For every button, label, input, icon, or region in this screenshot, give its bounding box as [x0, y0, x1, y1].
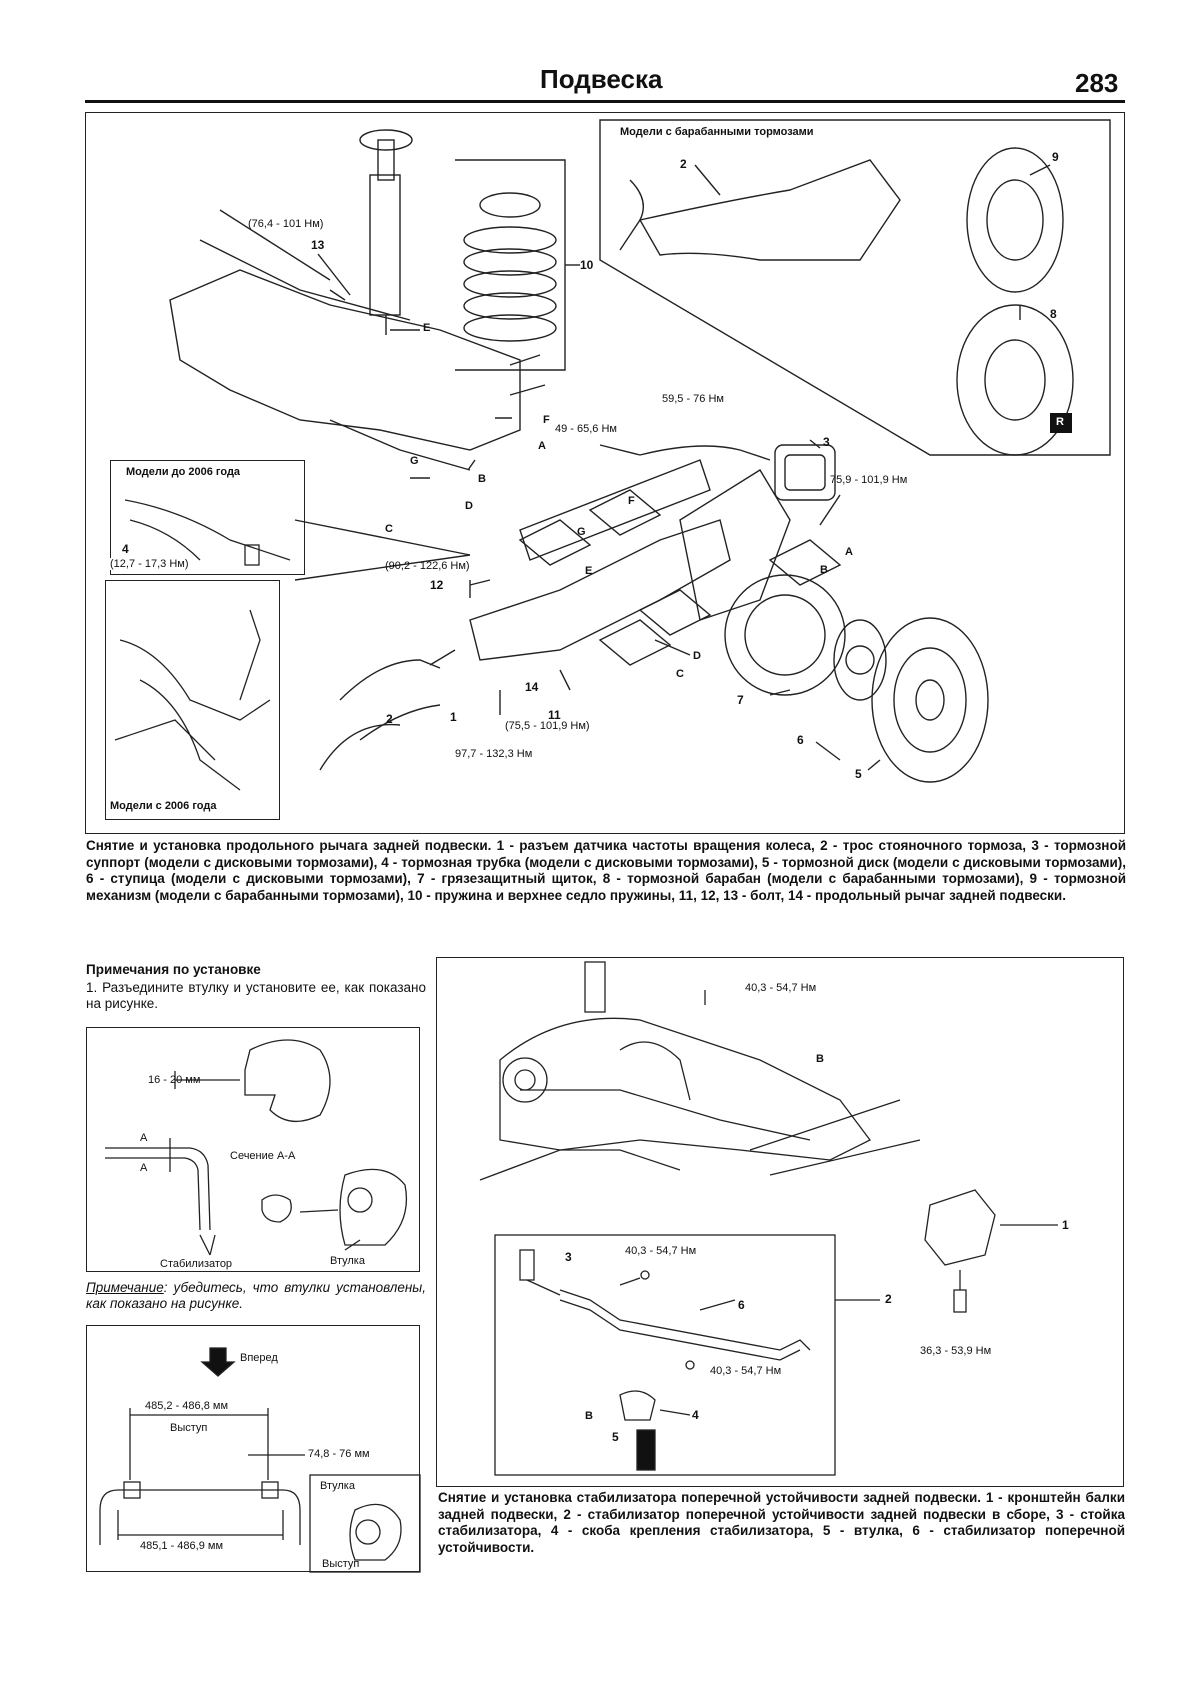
- post2006-inset: [105, 580, 280, 820]
- install-notes-step1: 1. Разъедините втулку и установите ее, к…: [86, 980, 426, 1011]
- letter-b-2: B: [820, 564, 828, 576]
- bushing-note-text: : убедитесь, что втулки установлены, как…: [86, 1280, 426, 1311]
- torque-49: 49 - 65,6 Нм: [555, 423, 617, 435]
- protrusion-detail-label: Выступ: [322, 1558, 360, 1570]
- stab-callout-5: 5: [612, 1430, 619, 1444]
- stabilizer-figure-caption: Снятие и установка стабилизатора попереч…: [438, 1490, 1125, 1555]
- bushing-note: Примечание: убедитесь, что втулки устано…: [86, 1280, 426, 1312]
- header-rule: [85, 100, 1125, 103]
- callout-12: 12: [430, 578, 444, 592]
- callout-4: 4: [122, 542, 129, 556]
- letter-a-1: A: [538, 440, 546, 452]
- torque-12-7: (12,7 - 17,3 Нм): [110, 558, 189, 570]
- main-figure-caption: Снятие и установка продольного рычага за…: [86, 838, 1126, 903]
- letter-d-1: D: [465, 500, 473, 512]
- torque-brake-line: 59,5 - 76 Нм: [662, 393, 724, 405]
- letter-a-2: A: [845, 546, 853, 558]
- install-notes-heading: Примечания по установке: [86, 962, 261, 977]
- pre2006-inset-title: Модели до 2006 года: [126, 466, 241, 478]
- bushing-figure-frame: [86, 1027, 420, 1272]
- letter-c-2: C: [676, 668, 684, 680]
- section-a-a-label: Сечение А-А: [230, 1150, 296, 1162]
- section-title: Подвеска: [540, 64, 663, 94]
- stab-torque-bracket: 36,3 - 53,9 Нм: [920, 1345, 992, 1357]
- stabilizer-label: Стабилизатор: [160, 1258, 233, 1270]
- r-badge: R: [1056, 416, 1064, 428]
- letter-b-1: B: [478, 473, 486, 485]
- stab-dim-485-2: 485,2 - 486,8 мм: [145, 1400, 229, 1412]
- torque-75-9: 75,9 - 101,9 Нм: [830, 474, 908, 486]
- stab-dim-485-1: 485,1 - 486,9 мм: [140, 1540, 224, 1552]
- pre2006-inset: [110, 460, 305, 575]
- callout-6: 6: [797, 733, 804, 747]
- stab-torque-link: 40,3 - 54,7 Нм: [625, 1245, 697, 1257]
- torque-bolt-13: (76,4 - 101 Нм): [248, 218, 324, 230]
- stab-dim-74-8: 74,8 - 76 мм: [308, 1448, 370, 1460]
- callout-10: 10: [580, 258, 594, 272]
- bushing-detail-label: Втулка: [320, 1480, 355, 1492]
- letter-e-1: E: [423, 322, 431, 334]
- section-a-label-top: A: [140, 1132, 148, 1144]
- torque-75-5: (75,5 - 101,9 Нм): [505, 720, 590, 732]
- stab-letter-b-bottom: B: [585, 1410, 593, 1422]
- callout-2-drum: 2: [680, 157, 687, 171]
- stab-torque-top: 40,3 - 54,7 Нм: [745, 982, 817, 994]
- callout-2: 2: [386, 712, 393, 726]
- torque-90: (90,2 - 122,6 Нм): [385, 560, 470, 572]
- section-a-label-bottom: A: [140, 1162, 148, 1174]
- letter-d-2: D: [693, 650, 701, 662]
- callout-11: 11: [548, 708, 561, 722]
- callout-3: 3: [823, 435, 830, 449]
- forward-label: Вперед: [240, 1352, 278, 1364]
- stab-letter-b-top: B: [816, 1053, 824, 1065]
- stab-callout-1: 1: [1062, 1218, 1069, 1232]
- callout-5: 5: [855, 767, 862, 781]
- bushing-dim-16-20: 16 - 20 мм: [148, 1074, 201, 1086]
- callout-1: 1: [450, 710, 457, 724]
- torque-97: 97,7 - 132,3 Нм: [455, 748, 533, 760]
- stab-callout-4: 4: [692, 1408, 699, 1422]
- bushing-label: Втулка: [330, 1255, 365, 1267]
- stabilizer-position-frame: [86, 1325, 420, 1572]
- stabilizer-figure-frame: [436, 957, 1124, 1487]
- callout-13: 13: [311, 238, 325, 252]
- letter-g-1: G: [410, 455, 419, 467]
- bushing-note-label: Примечание: [86, 1280, 164, 1295]
- page-number: 283: [1075, 68, 1119, 98]
- callout-9: 9: [1052, 150, 1059, 164]
- letter-e-2: E: [585, 565, 593, 577]
- drum-inset-title: Модели с барабанными тормозами: [620, 126, 814, 138]
- callout-8: 8: [1050, 307, 1057, 321]
- letter-c-1: C: [385, 523, 393, 535]
- main-figure-frame: [85, 112, 1125, 834]
- letter-f-2: F: [628, 495, 635, 507]
- stab-callout-6: 6: [738, 1298, 745, 1312]
- letter-g-2: G: [577, 526, 586, 538]
- stab-callout-3: 3: [565, 1250, 572, 1264]
- callout-14: 14: [525, 680, 539, 694]
- stab-callout-2: 2: [885, 1292, 892, 1306]
- letter-f-1: F: [543, 414, 550, 426]
- stab-torque-clamp: 40,3 - 54,7 Нм: [710, 1365, 782, 1377]
- post2006-inset-title: Модели с 2006 года: [110, 800, 217, 812]
- protrusion-label: Выступ: [170, 1422, 208, 1434]
- callout-7: 7: [737, 693, 744, 707]
